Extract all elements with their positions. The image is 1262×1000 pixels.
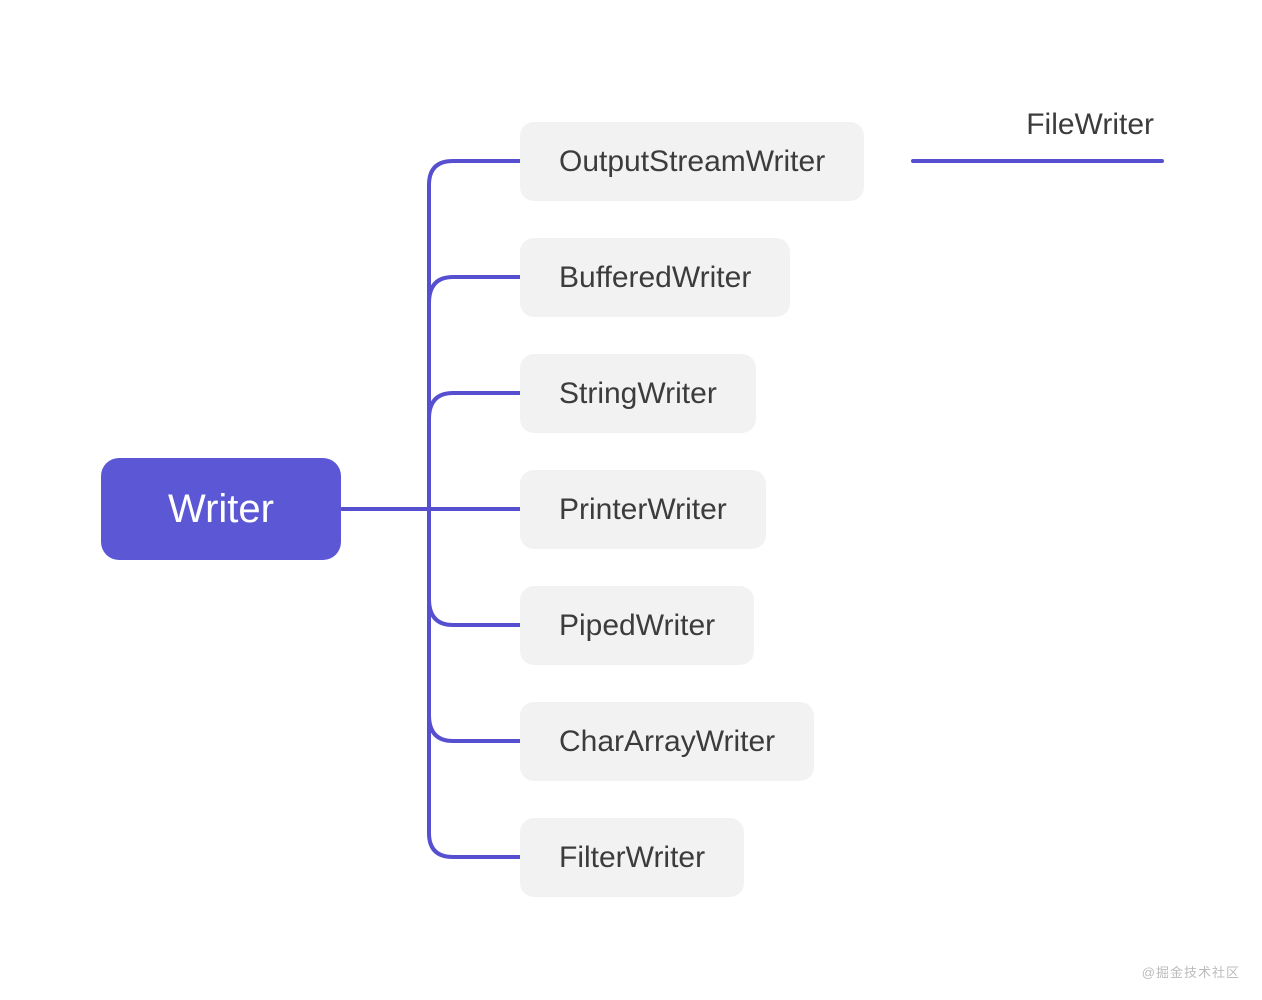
grandchild-node-filewriter[interactable]: FileWriter [1026, 108, 1154, 141]
child-node-filterwriter[interactable]: FilterWriter [520, 818, 745, 897]
branch-stringwriter [427, 391, 522, 421]
child-node-bufferedwriter[interactable]: BufferedWriter [520, 238, 791, 317]
branch-bufferedwriter [427, 275, 522, 305]
trunk-connector [427, 159, 522, 859]
branch-chararraywriter [427, 713, 522, 743]
child-node-outputstreamwriter[interactable]: OutputStreamWriter [520, 122, 865, 201]
juejin-watermark: @掘金技术社区 [1141, 965, 1240, 980]
root-node-writer[interactable]: Writer [101, 458, 341, 560]
child-node-stringwriter[interactable]: StringWriter [520, 354, 756, 433]
child-node-pipedwriter[interactable]: PipedWriter [520, 586, 755, 665]
child-node-chararraywriter[interactable]: CharArrayWriter [520, 702, 815, 781]
child-node-printerwriter[interactable]: PrinterWriter [520, 470, 766, 549]
branch-pipedwriter [427, 597, 522, 627]
